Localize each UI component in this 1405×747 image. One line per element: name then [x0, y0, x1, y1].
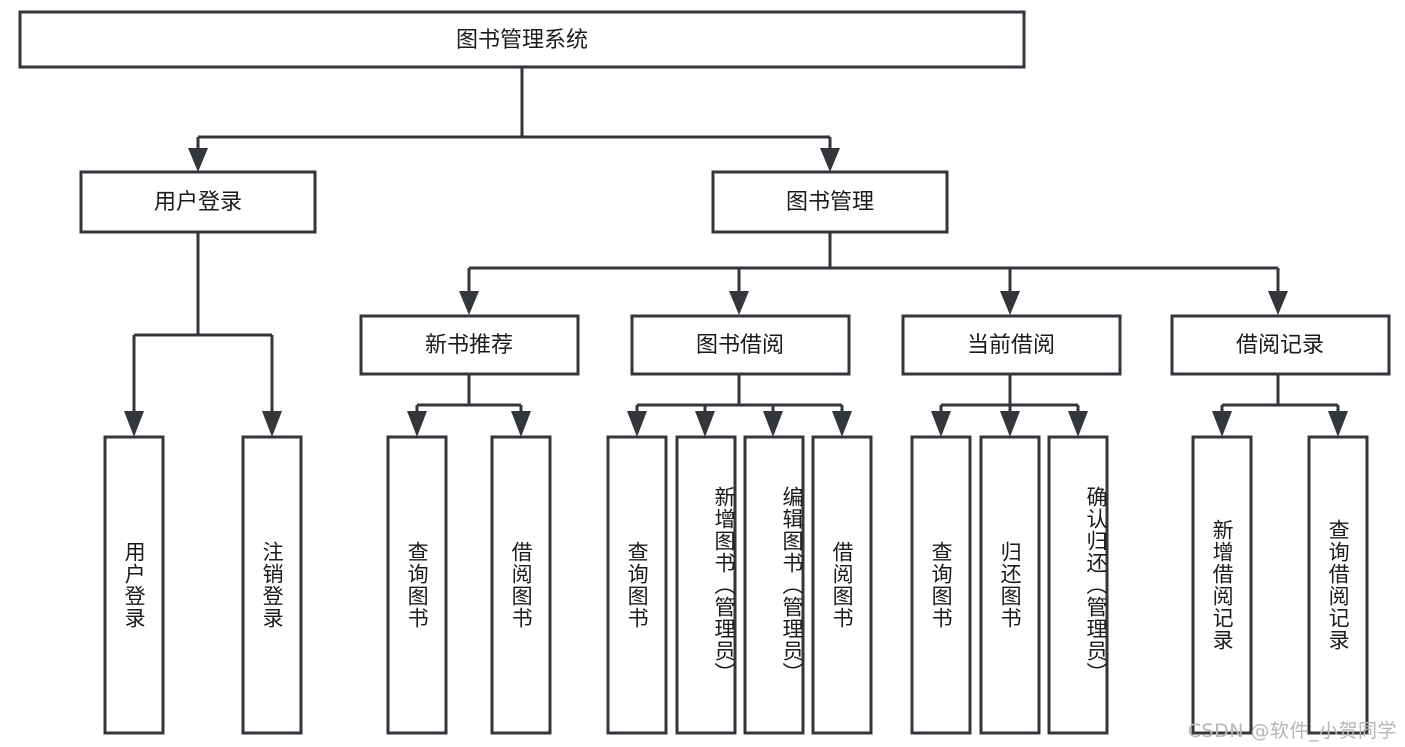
- node-user-login-box[interactable]: [79, 170, 317, 234]
- arrow-head-new-book-recommend: [459, 291, 479, 315]
- node-book-manage[interactable]: 图书管理: [711, 170, 949, 234]
- csdn-watermark: CSDN @软件_小贺同学: [1187, 720, 1397, 742]
- connector-group-user-login-to-leaves: [124, 232, 282, 437]
- connector-group-new-book-recommend-to-leaves: [407, 374, 531, 437]
- node-borrow-record-label: 借阅记录: [1236, 333, 1324, 358]
- node-book-borrow[interactable]: 图书借阅: [630, 314, 851, 376]
- node-borrow-record[interactable]: 借阅记录: [1170, 314, 1391, 376]
- node-new-book-recommend[interactable]: 新书推荐: [359, 314, 580, 376]
- arrow-head-leaf-add-record: [1212, 411, 1232, 437]
- node-leaf-confirm-return-box[interactable]: [1047, 435, 1109, 735]
- arrow-head-leaf-borrow-book-2: [832, 411, 852, 437]
- node-current-borrow-box[interactable]: [901, 314, 1122, 376]
- node-leaf-add-book-box[interactable]: [675, 435, 737, 735]
- connector-group-current-borrow-to-leaves: [931, 374, 1088, 437]
- node-book-manage-label: 图书管理: [786, 190, 874, 215]
- arrow-head-leaf-query-record: [1328, 411, 1348, 437]
- node-leaf-query-book-2-box[interactable]: [606, 435, 668, 735]
- node-root-box[interactable]: [18, 10, 1026, 69]
- arrow-head-book-borrow: [729, 291, 749, 315]
- node-leaf-logout-login-box[interactable]: [241, 435, 303, 735]
- node-leaf-query-book-1-box[interactable]: [386, 435, 448, 735]
- node-book-borrow-box[interactable]: [630, 314, 851, 376]
- arrow-head-leaf-borrow-book-1: [511, 411, 531, 437]
- node-borrow-record-box[interactable]: [1170, 314, 1391, 376]
- node-book-borrow-label: 图书借阅: [696, 333, 784, 358]
- arrow-head-leaf-confirm-return: [1068, 411, 1088, 437]
- connector-group-root-to-level2: [188, 67, 840, 172]
- arrow-head-leaf-query-book-3: [931, 411, 951, 437]
- node-leaf-return-book-box[interactable]: [979, 435, 1041, 735]
- node-book-manage-box[interactable]: [711, 170, 949, 234]
- node-leaf-query-book-3-box[interactable]: [910, 435, 972, 735]
- node-root-label: 图书管理系统: [456, 28, 588, 53]
- node-user-login-label: 用户登录: [154, 190, 242, 215]
- connector-group-book-manage-to-level3: [459, 232, 1288, 315]
- node-new-book-recommend-box[interactable]: [359, 314, 580, 376]
- node-root[interactable]: 图书管理系统: [18, 10, 1026, 69]
- node-leaf-add-record-box[interactable]: [1191, 435, 1253, 735]
- arrow-head-leaf-logout-login: [262, 411, 282, 437]
- arrow-head-leaf-query-book-2: [627, 411, 647, 437]
- node-new-book-recommend-label: 新书推荐: [425, 333, 513, 358]
- arrow-head-leaf-add-book: [695, 411, 715, 437]
- node-leaf-user-login-box[interactable]: [103, 435, 165, 735]
- node-leaf-borrow-book-1-box[interactable]: [490, 435, 552, 735]
- node-current-borrow-label: 当前借阅: [967, 333, 1055, 358]
- arrow-head-user-login: [188, 148, 208, 172]
- arrow-head-leaf-user-login: [124, 411, 144, 437]
- node-leaf-query-record-box[interactable]: [1307, 435, 1369, 735]
- arrow-head-current-borrow: [1000, 291, 1020, 315]
- node-current-borrow[interactable]: 当前借阅: [901, 314, 1122, 376]
- arrow-head-book-manage: [820, 148, 840, 172]
- arrow-head-leaf-edit-book: [763, 411, 783, 437]
- arrow-head-leaf-return-book: [1000, 411, 1020, 437]
- node-user-login[interactable]: 用户登录: [79, 170, 317, 234]
- arrow-head-borrow-record: [1268, 291, 1288, 315]
- node-leaf-edit-book-box[interactable]: [743, 435, 805, 735]
- node-leaf-borrow-book-2-box[interactable]: [811, 435, 873, 735]
- connector-group-borrow-record-to-leaves: [1212, 374, 1348, 437]
- arrow-head-leaf-query-book-1: [407, 411, 427, 437]
- connector-group-book-borrow-to-leaves: [627, 374, 852, 437]
